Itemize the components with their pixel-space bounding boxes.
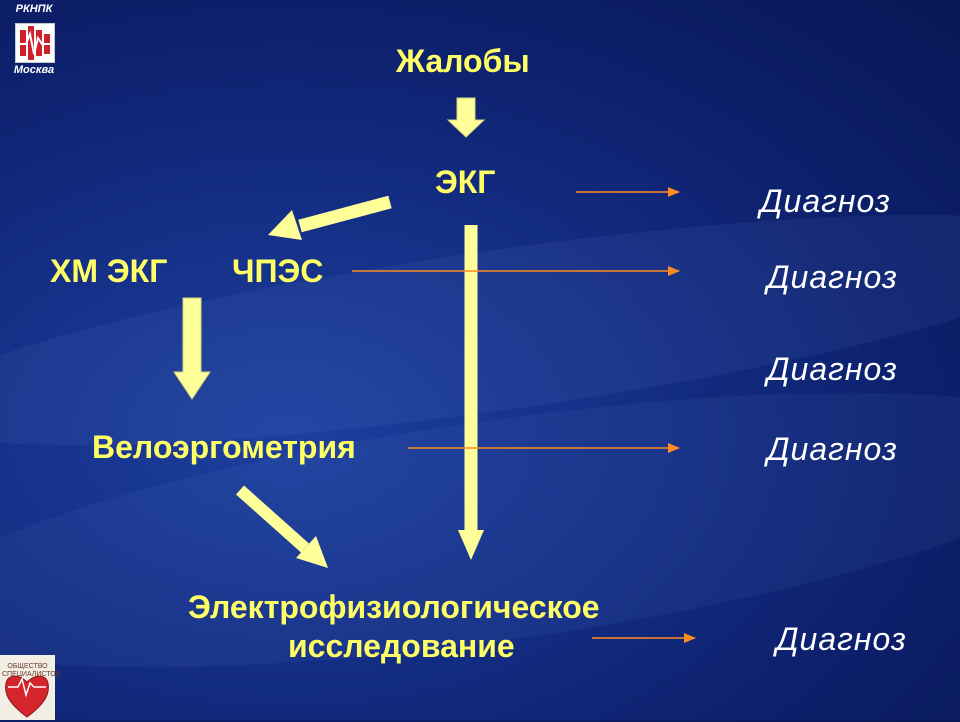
arrow-ecg-to-holter-shaft — [298, 195, 392, 233]
diagnosis-label: Диагноз — [767, 351, 898, 387]
arrow-complaints-to-ecg — [446, 97, 486, 138]
node-eps-line2: исследование — [288, 628, 515, 664]
node-tee: ЧПЭС — [232, 253, 324, 289]
diagnosis-label: Диагноз — [776, 621, 907, 657]
logo-caption-top: РКНПК — [15, 3, 53, 15]
society-logo: ОБЩЕСТВО СПЕЦИАЛИСТОВ — [0, 655, 61, 720]
society-logo-text: ОБЩЕСТВО СПЕЦИАЛИСТОВ — [2, 663, 61, 678]
node-veloergometry: Велоэргометрия — [92, 429, 356, 465]
node-eps-line1: Электрофизиологическое — [188, 589, 600, 625]
heart-logo-icon — [15, 23, 55, 63]
arrow-ecg-to-eps-head — [458, 530, 484, 560]
arrow-holter-to-velo — [173, 297, 211, 400]
diagnosis-label: Диагноз — [767, 431, 898, 467]
arrow-velo-to-eps-head — [296, 536, 328, 568]
diagnosis-label: Диагноз — [760, 183, 891, 219]
node-holter-ecg: ХМ ЭКГ — [50, 253, 168, 289]
organization-logo: РКНПК Москва — [6, 3, 62, 77]
heart-emblem-icon — [5, 675, 49, 718]
logo-caption-bottom: Москва — [13, 64, 55, 76]
arrow-ecg-to-holter-head — [268, 210, 302, 240]
node-complaints: Жалобы — [396, 43, 530, 79]
diagnosis-label: Диагноз — [767, 259, 898, 295]
node-ecg: ЭКГ — [435, 164, 496, 200]
arrow-velo-to-eps-shaft — [236, 485, 309, 553]
